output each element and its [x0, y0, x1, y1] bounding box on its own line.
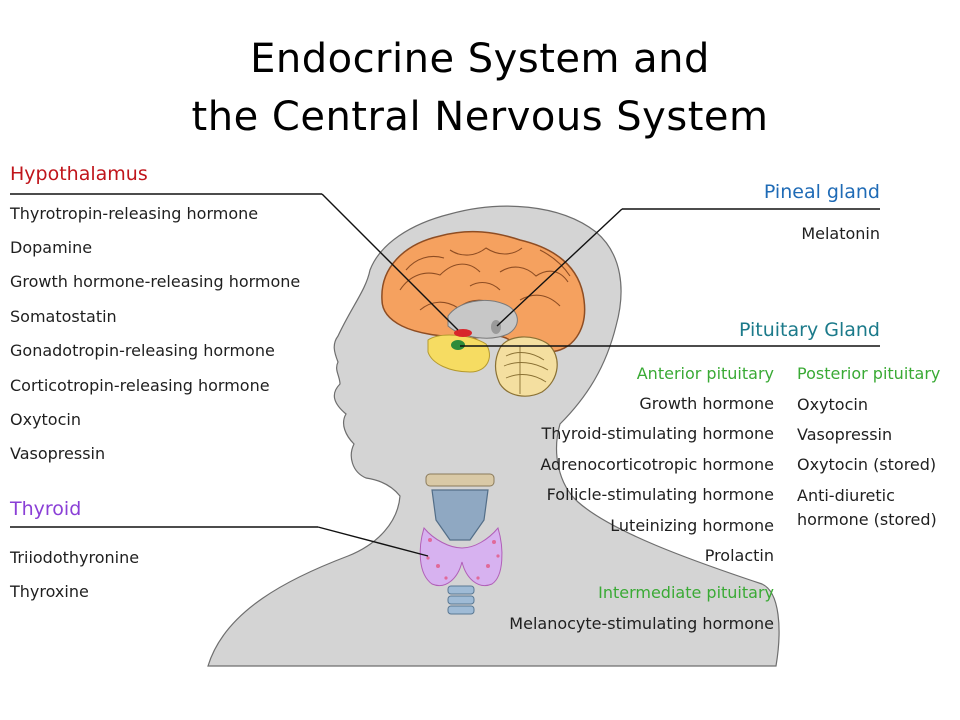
title-line-1: Endocrine System and	[250, 36, 710, 82]
hypothalamus-heading: Hypothalamus	[10, 163, 148, 185]
list-item: Oxytocin	[10, 410, 81, 429]
larynx	[431, 489, 489, 541]
list-item: Melatonin	[801, 224, 880, 243]
pointer-lines	[10, 193, 880, 557]
list-item: Thyrotropin-releasing hormone	[10, 204, 259, 223]
hyoid-bone	[425, 473, 495, 487]
list-item: Thyroxine	[10, 582, 89, 601]
list-item: Corticotropin-releasing hormone	[10, 376, 270, 395]
list-item: Adrenocorticotropic hormone	[540, 455, 774, 474]
list-item: Follicle-stimulating hormone	[546, 485, 774, 504]
title-line-2: the Central Nervous System	[191, 94, 769, 140]
list-item: Prolactin	[704, 546, 774, 565]
cerebellum	[494, 336, 558, 397]
cerebellum-folds	[503, 346, 549, 394]
pituitary-heading: Pituitary Gland	[738, 319, 880, 341]
thyroid-heading: Thyroid	[10, 498, 82, 520]
intermediate-pituitary-heading: Intermediate pituitary	[598, 583, 774, 602]
thyroid-gland	[419, 526, 503, 586]
trachea	[447, 585, 475, 615]
list-item: Thyroid-stimulating hormone	[541, 424, 775, 443]
list-item: Anti-diuretic	[797, 486, 895, 505]
list-item: Vasopressin	[10, 444, 106, 463]
posterior-pituitary-heading: Posterior pituitary	[797, 364, 941, 383]
head-silhouette	[207, 205, 780, 667]
list-item: Vasopressin	[797, 425, 893, 444]
list-item: Oxytocin	[797, 395, 868, 414]
list-item: hormone (stored)	[797, 510, 937, 529]
list-item: Melanocyte-stimulating hormone	[509, 614, 774, 633]
pituitary-marker	[451, 340, 465, 350]
list-item: Growth hormone	[639, 394, 774, 413]
list-item: Gonadotropin-releasing hormone	[10, 341, 275, 360]
list-item: Growth hormone-releasing hormone	[10, 272, 301, 291]
list-item: Dopamine	[10, 238, 93, 257]
hypothalamus-marker	[454, 329, 472, 337]
pineal-heading: Pineal gland	[763, 181, 880, 203]
list-item: Luteinizing hormone	[610, 516, 774, 535]
anterior-pituitary-heading: Anterior pituitary	[636, 364, 774, 383]
brain-cerebrum	[381, 230, 586, 353]
pineal-marker	[491, 320, 501, 334]
list-item: Somatostatin	[10, 307, 117, 326]
thyroid-dots	[426, 538, 500, 580]
list-item: Oxytocin (stored)	[797, 455, 937, 474]
list-item: Triiodothyronine	[10, 548, 140, 567]
